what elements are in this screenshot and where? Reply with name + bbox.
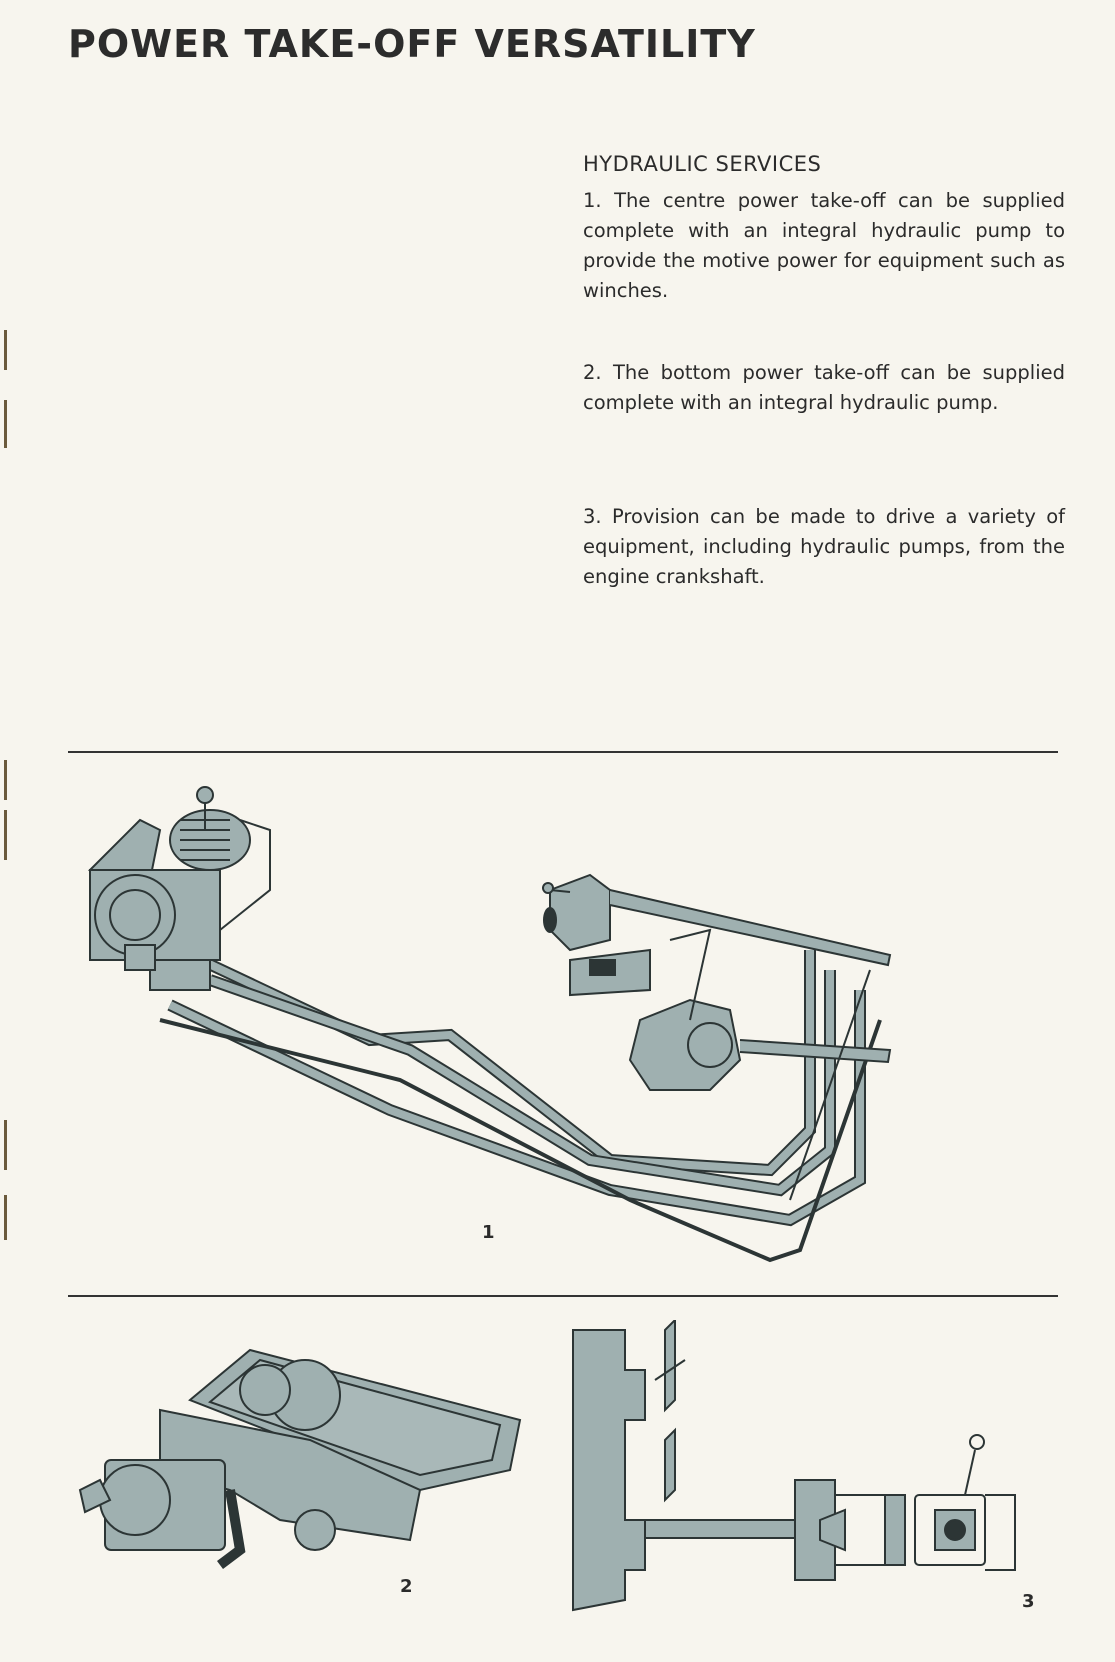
binding-mark (4, 1195, 7, 1240)
figure-2-illustration: 2 (78, 1348, 522, 1597)
divider-bottom (68, 1295, 1058, 1297)
binding-mark (4, 1120, 7, 1170)
section-heading: HYDRAULIC SERVICES (583, 152, 822, 176)
binding-mark (4, 760, 7, 800)
figure-3-illustration: 3 (572, 1320, 1035, 1612)
figure-3-label: 3 (1022, 1591, 1035, 1612)
paragraph-2: 2. The bottom power take-off can be supp… (583, 361, 1065, 414)
figure-1-label: 1 (482, 1222, 495, 1243)
paragraph-3: 3. Provision can be made to drive a vari… (583, 505, 1065, 588)
figure-2-label: 2 (400, 1576, 413, 1597)
divider-top (68, 751, 1058, 753)
binding-mark (4, 400, 7, 448)
page-title: POWER TAKE-OFF VERSATILITY (68, 22, 756, 66)
paragraph-1: 1. The centre power take-off can be supp… (583, 189, 1065, 302)
binding-mark (4, 330, 7, 370)
binding-mark (4, 810, 7, 860)
figure-1-illustration: 1 (87, 786, 892, 1263)
